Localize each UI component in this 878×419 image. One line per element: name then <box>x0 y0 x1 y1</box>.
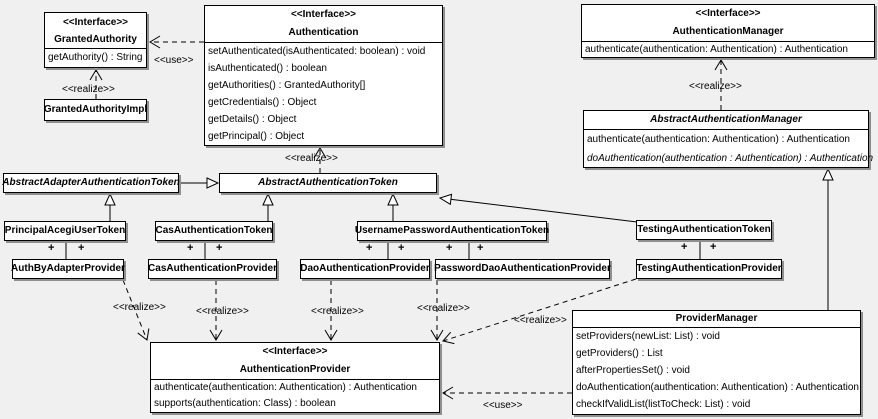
edge-label-realize-abstracttoken: <<realize>> <box>285 153 338 164</box>
association-end-label: + <box>216 242 223 254</box>
class-testing-authentication-provider[interactable]: TestingAuthenticationProvider <box>636 259 782 279</box>
class-name: AbstractAuthenticationToken <box>258 177 398 188</box>
association-end-label: + <box>477 242 484 254</box>
class-principal-acegi-user-token[interactable]: PrincipalAcegiUserToken <box>4 221 126 241</box>
edge-label-realize-authbyadapter: <<realize>> <box>113 302 166 313</box>
class-name: TestingAuthenticationProvider <box>636 263 782 274</box>
class-name: CasAuthenticationToken <box>155 225 273 236</box>
association-end-label: + <box>398 242 405 254</box>
association-end-label: + <box>710 241 717 253</box>
association-end-label: + <box>187 242 194 254</box>
class-testing-authentication-token[interactable]: TestingAuthenticationToken <box>636 220 772 240</box>
class-method: doAuthentication(authentication: Authent… <box>576 382 859 393</box>
class-authentication-provider[interactable]: <<Interface>> AuthenticationProvider aut… <box>150 342 440 413</box>
class-name: UsernamePasswordAuthenticationToken <box>354 225 550 236</box>
class-method: getAuthorities() : GrantedAuthority[] <box>208 80 366 91</box>
class-name: GrantedAuthority <box>54 33 137 45</box>
class-authentication[interactable]: <<Interface>> Authentication setAuthenti… <box>204 5 443 146</box>
edge-label-use-providermanager: <<use>> <box>483 400 523 411</box>
class-method: getAuthority() : String <box>48 52 143 63</box>
class-method: afterPropertiesSet() : void <box>576 365 690 376</box>
association-end-label: + <box>681 241 688 253</box>
class-name: AbstractAuthenticationManager <box>650 114 802 125</box>
class-name: AuthenticationManager <box>672 26 784 37</box>
edge-label-realize-passworddaoprovider: <<realize>> <box>417 303 470 314</box>
class-method: getDetails() : Object <box>208 114 297 125</box>
class-method: authenticate(authentication: Authenticat… <box>154 382 417 393</box>
edge-label-realize-grantedauthorityimpl: <<realize>> <box>62 84 115 95</box>
edge-label-use-grantedauthority: <<use>> <box>154 55 194 66</box>
class-name: AuthByAdapterProvider <box>11 263 125 274</box>
class-method: doAuthentication(authentication : Authen… <box>587 153 874 164</box>
class-stereotype: <<Interface>> <box>62 16 129 28</box>
class-name: TestingAuthenticationToken <box>637 224 771 235</box>
class-name: GrantedAuthorityImpl <box>43 104 148 115</box>
class-method: supports(authentication: Class) : boolea… <box>154 398 336 409</box>
class-method: authenticate(authentication: Authenticat… <box>587 134 850 145</box>
class-cas-authentication-provider[interactable]: CasAuthenticationProvider <box>148 259 277 279</box>
class-method: setProviders(newList: List) : void <box>576 331 720 342</box>
class-granted-authority-impl[interactable]: GrantedAuthorityImpl <box>44 99 147 121</box>
edge-label-realize-testingprovider: <<realize>> <box>514 315 567 326</box>
class-name: ProviderManager <box>675 313 758 324</box>
class-name: PrincipalAcegiUserToken <box>4 225 126 236</box>
class-name: AbstractAdapterAuthenticationToken <box>2 177 180 188</box>
class-cas-authentication-token[interactable]: CasAuthenticationToken <box>155 221 273 241</box>
class-method: getPrincipal() : Object <box>208 131 305 142</box>
class-name: CasAuthenticationProvider <box>148 263 277 274</box>
class-stereotype: <<Interface>> <box>290 9 357 20</box>
class-name: Authentication <box>288 27 359 38</box>
class-method: setAuthenticated(isAuthenticated: boolea… <box>208 46 426 57</box>
class-name: PasswordDaoAuthenticationProvider <box>434 263 611 274</box>
class-abstract-authentication-token[interactable]: AbstractAuthenticationToken <box>219 173 437 193</box>
edge-gen-testingtoken-to-abstracttoken <box>438 193 638 223</box>
association-end-label: + <box>48 242 55 254</box>
association-end-label: + <box>78 242 85 254</box>
class-auth-by-adapter-provider[interactable]: AuthByAdapterProvider <box>11 259 125 279</box>
class-password-dao-authentication-provider[interactable]: PasswordDaoAuthenticationProvider <box>434 259 611 279</box>
class-name: DaoAuthenticationProvider <box>300 263 430 274</box>
class-method: authenticate(authentication: Authenticat… <box>585 44 848 55</box>
edge-label-realize-abstractmanager: <<realize>> <box>689 81 742 92</box>
class-name: AuthenticationProvider <box>239 364 351 375</box>
class-granted-authority[interactable]: <<Interface>> GrantedAuthority getAuthor… <box>44 12 147 68</box>
class-dao-authentication-provider[interactable]: DaoAuthenticationProvider <box>300 259 430 279</box>
edge-label-realize-daoprovider: <<realize>> <box>311 306 364 317</box>
class-provider-manager[interactable]: ProviderManager setProviders(newList: Li… <box>572 310 861 415</box>
class-authentication-manager[interactable]: <<Interface>> AuthenticationManager auth… <box>581 4 875 58</box>
class-method: getProviders() : List <box>576 348 663 359</box>
class-stereotype: <<Interface>> <box>695 8 761 19</box>
class-stereotype: <<Interface>> <box>262 346 328 357</box>
class-abstract-authentication-manager[interactable]: AbstractAuthenticationManager authentica… <box>583 110 874 168</box>
edge-label-realize-casprovider: <<realize>> <box>196 306 249 317</box>
class-abstract-adapter-authentication-token[interactable]: AbstractAdapterAuthenticationToken <box>2 173 180 193</box>
class-method: checkIfValidList(listToCheck: List) : vo… <box>576 399 751 410</box>
association-end-label: + <box>446 242 453 254</box>
class-method: getCredentials() : Object <box>208 97 317 108</box>
class-username-password-authentication-token[interactable]: UsernamePasswordAuthenticationToken <box>354 221 550 241</box>
class-method: isAuthenticated() : boolean <box>208 63 327 74</box>
association-end-label: + <box>366 242 373 254</box>
